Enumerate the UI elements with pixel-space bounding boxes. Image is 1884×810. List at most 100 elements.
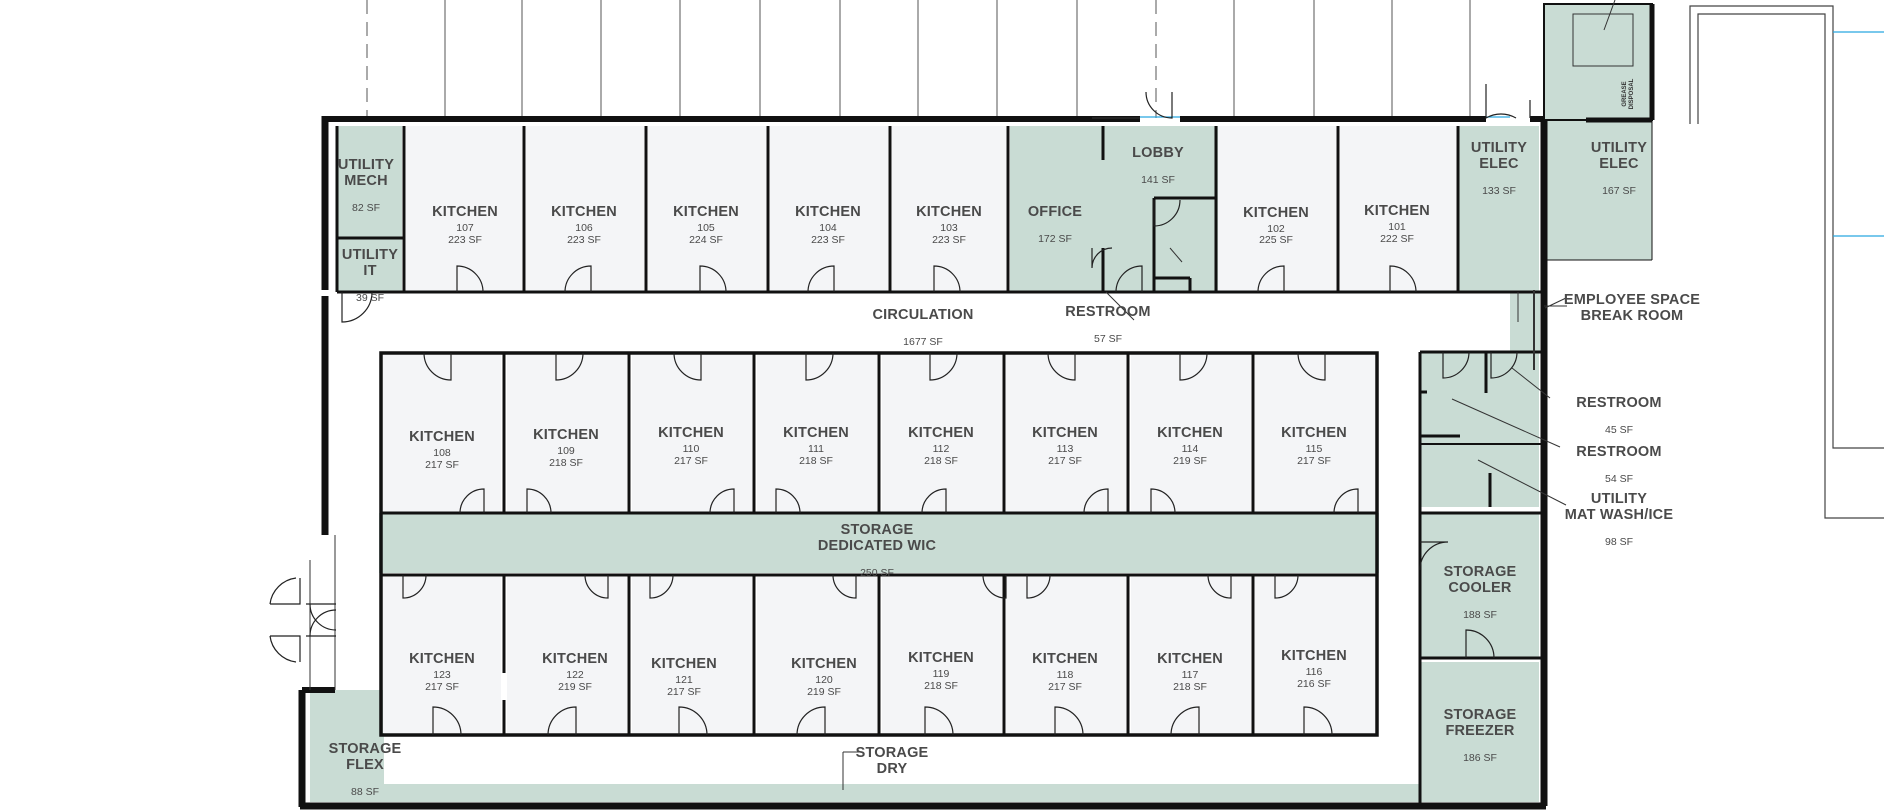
room-name: KITCHEN: [916, 204, 982, 220]
room-fills: [300, 4, 1652, 804]
room-name: RESTROOM: [1065, 304, 1150, 320]
room-kitchen-106: KITCHEN 106 223 SF: [551, 204, 617, 246]
room-number: 103: [940, 222, 958, 234]
room-name-line1: EMPLOYEE SPACE: [1564, 292, 1700, 308]
room-name: LOBBY: [1132, 145, 1184, 161]
room-kitchen-119: KITCHEN 119 218 SF: [908, 650, 974, 692]
room-number: 108: [433, 447, 451, 459]
room-area: 88 SF: [351, 786, 379, 798]
room-area: 218 SF: [799, 455, 833, 467]
room-area: 219 SF: [807, 686, 841, 698]
room-kitchen-113: KITCHEN 113 217 SF: [1032, 425, 1098, 467]
room-area: 225 SF: [1259, 234, 1293, 246]
room-area: 218 SF: [924, 680, 958, 692]
room-kitchen-115: KITCHEN 115 217 SF: [1281, 425, 1347, 467]
room-area: 188 SF: [1463, 609, 1497, 621]
room-name-line2: ELEC: [1479, 156, 1519, 172]
room-name: KITCHEN: [1243, 205, 1309, 221]
room-kitchen-121: KITCHEN 121 217 SF: [651, 656, 717, 698]
room-area: 216 SF: [1297, 678, 1331, 690]
room-utility-elec-2: UTILITY ELEC 167 SF: [1591, 140, 1647, 197]
room-number: 102: [1267, 223, 1285, 235]
room-number: 121: [675, 674, 693, 686]
room-number: 111: [808, 443, 824, 455]
room-area: 82 SF: [352, 202, 380, 214]
room-area: 217 SF: [425, 459, 459, 471]
room-number: 106: [575, 222, 593, 234]
break-room: EMPLOYEE SPACE BREAK ROOM: [1564, 292, 1700, 324]
room-name-line2: MAT WASH/ICE: [1565, 507, 1674, 523]
room-labels: KITCHEN 107 223 SF KITCHEN 106 223 SF KI…: [329, 78, 1700, 798]
room-name: KITCHEN: [658, 425, 724, 441]
room-number: 104: [819, 222, 837, 234]
room-name: KITCHEN: [551, 204, 617, 220]
room-number: 101: [1388, 221, 1406, 233]
room-name: KITCHEN: [908, 650, 974, 666]
room-kitchen-101: KITCHEN 101 222 SF: [1364, 203, 1430, 245]
room-kitchen-109: KITCHEN 109 218 SF: [533, 427, 599, 469]
room-area: 224 SF: [689, 234, 723, 246]
walls: [298, 3, 1655, 810]
room-name: KITCHEN: [795, 204, 861, 220]
room-utility-mech: UTILITY MECH 82 SF: [338, 157, 394, 214]
room-kitchen-118: KITCHEN 118 217 SF: [1032, 651, 1098, 693]
room-name: KITCHEN: [1281, 425, 1347, 441]
room-area: 223 SF: [567, 234, 601, 246]
room-number: 112: [933, 443, 950, 455]
room-area: 219 SF: [558, 681, 592, 693]
room-kitchen-104: KITCHEN 104 223 SF: [795, 204, 861, 246]
room-kitchen-117: KITCHEN 117 218 SF: [1157, 651, 1223, 693]
room-name: KITCHEN: [651, 656, 717, 672]
adjacent-structure: [1689, 5, 1884, 519]
room-name-line1: UTILITY: [342, 247, 398, 263]
grease-line1: GREASE: [1622, 81, 1628, 106]
room-restroom-2: RESTROOM 45 SF: [1576, 395, 1661, 436]
room-area: 45 SF: [1605, 424, 1633, 436]
room-name-line1: STORAGE: [1444, 707, 1517, 723]
room-utility-elec-1: UTILITY ELEC 133 SF: [1471, 140, 1527, 197]
room-area: 98 SF: [1605, 536, 1633, 548]
room-name-line1: STORAGE: [329, 741, 402, 757]
room-number: 122: [566, 669, 584, 681]
room-name-line2: MECH: [344, 173, 388, 189]
room-area: 133 SF: [1482, 185, 1516, 197]
room-name: KITCHEN: [432, 204, 498, 220]
room-name-line2: DRY: [877, 761, 908, 777]
room-kitchen-123: KITCHEN 123 217 SF: [409, 651, 475, 693]
room-kitchen-108: KITCHEN 108 217 SF: [409, 429, 475, 471]
room-area: 1677 SF: [903, 336, 943, 348]
room-storage-dry: STORAGE DRY: [856, 745, 929, 777]
room-area: 218 SF: [924, 455, 958, 467]
room-area: 217 SF: [1048, 681, 1082, 693]
room-name: RESTROOM: [1576, 395, 1661, 411]
room-name: KITCHEN: [791, 656, 857, 672]
room-name: KITCHEN: [1157, 651, 1223, 667]
room-name: KITCHEN: [533, 427, 599, 443]
room-name-line2: FLEX: [346, 757, 384, 773]
room-area: 167 SF: [1602, 185, 1636, 197]
room-area: 54 SF: [1605, 473, 1633, 485]
room-name-line2: ELEC: [1599, 156, 1639, 172]
room-kitchen-110: KITCHEN 110 217 SF: [658, 425, 724, 467]
room-name: RESTROOM: [1576, 444, 1661, 460]
grease-line2: DISPOSAL: [1629, 78, 1635, 109]
room-number: 118: [1057, 669, 1074, 681]
room-lobby: LOBBY 141 SF: [1132, 145, 1184, 186]
circulation: CIRCULATION 1677 SF: [872, 307, 973, 348]
room-name: KITCHEN: [783, 425, 849, 441]
room-name: KITCHEN: [1157, 425, 1223, 441]
room-name: CIRCULATION: [872, 307, 973, 323]
room-number: 107: [456, 222, 474, 234]
room-number: 114: [1182, 443, 1199, 455]
room-area: 217 SF: [1048, 455, 1082, 467]
room-number: 113: [1057, 443, 1074, 455]
room-kitchen-105: KITCHEN 105 224 SF: [673, 204, 739, 246]
room-number: 117: [1182, 669, 1199, 681]
room-name-line1: STORAGE: [856, 745, 929, 761]
room-number: 120: [815, 674, 833, 686]
room-area: 217 SF: [674, 455, 708, 467]
room-kitchen-111: KITCHEN 111 218 SF: [783, 425, 849, 467]
room-name-line1: UTILITY: [1591, 491, 1647, 507]
room-name: KITCHEN: [1281, 648, 1347, 664]
